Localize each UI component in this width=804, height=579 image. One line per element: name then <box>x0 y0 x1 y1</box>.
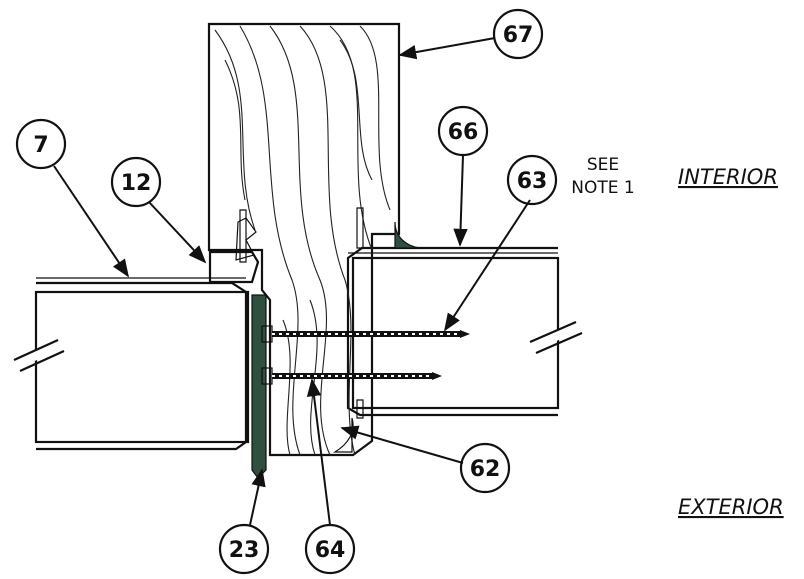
screws <box>261 325 470 385</box>
left-panel <box>34 277 250 451</box>
callout-63: 63 <box>506 154 558 206</box>
callout-12-label: 12 <box>121 171 152 196</box>
callout-62: 62 <box>459 442 511 494</box>
callout-7-label: 7 <box>33 133 48 158</box>
leaders <box>53 37 531 526</box>
callout-23-label: 23 <box>229 538 260 563</box>
break-symbol-left <box>11 338 65 373</box>
gasket <box>208 217 260 284</box>
see-note: SEE NOTE 1 <box>571 155 634 198</box>
break-symbol-right <box>528 320 583 355</box>
callout-67: 67 <box>492 8 544 60</box>
see-note-line1: SEE <box>587 155 619 175</box>
screw-upper <box>261 325 470 343</box>
see-note-line2: NOTE 1 <box>571 178 634 198</box>
callout-67-label: 67 <box>503 23 534 48</box>
callout-66: 66 <box>437 105 489 157</box>
callout-64: 64 <box>304 523 356 575</box>
callout-64-label: 64 <box>315 538 346 563</box>
exterior-label: EXTERIOR <box>678 495 784 519</box>
callout-23: 23 <box>218 523 270 575</box>
callout-12: 12 <box>110 156 162 208</box>
sealant <box>251 221 421 479</box>
callout-7: 7 <box>15 118 67 170</box>
callout-62-label: 62 <box>470 457 501 482</box>
callout-63-label: 63 <box>517 169 548 194</box>
callout-66-label: 66 <box>448 120 479 145</box>
interior-label: INTERIOR <box>678 165 778 189</box>
screw-lower <box>261 367 442 385</box>
